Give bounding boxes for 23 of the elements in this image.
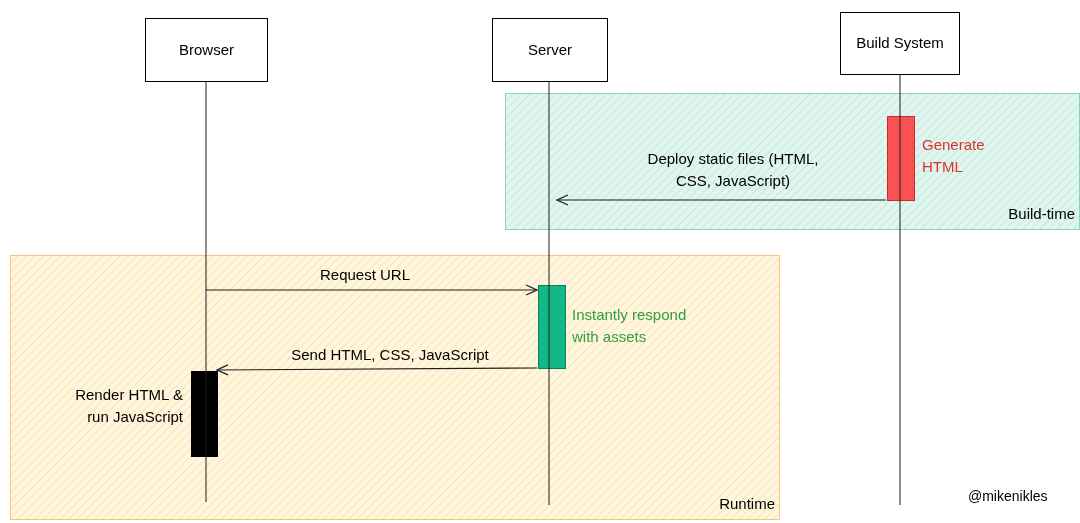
step-note: Render HTML & run JavaScript (74, 385, 183, 427)
edge-label: Send HTML, CSS, JavaScript (290, 345, 490, 365)
phase-label: Runtime (719, 493, 775, 514)
activation-bar (887, 116, 915, 201)
participant-box (840, 12, 960, 75)
participant-box (145, 18, 268, 82)
step-note: Instantly respond with assets (572, 305, 688, 347)
phase-label: Build-time (1008, 203, 1075, 224)
author-handle: @mikenikles (968, 487, 1048, 506)
message-arrow (556, 194, 887, 206)
activation-bar (191, 371, 218, 457)
activation-bar (538, 285, 566, 369)
participant-label: Browser (179, 40, 234, 60)
edge-label: Request URL (318, 265, 411, 285)
message-arrow (205, 284, 538, 296)
participant-label: Build System (856, 34, 944, 53)
message-arrow (216, 364, 538, 376)
participant-box (492, 18, 608, 82)
phase-band (505, 93, 1080, 230)
phase-band (10, 255, 780, 520)
step-note: Generate HTML (922, 135, 986, 177)
edge-label: Deploy static files (HTML, CSS, JavaScript) (646, 149, 820, 191)
participant-label: Server (527, 40, 573, 60)
